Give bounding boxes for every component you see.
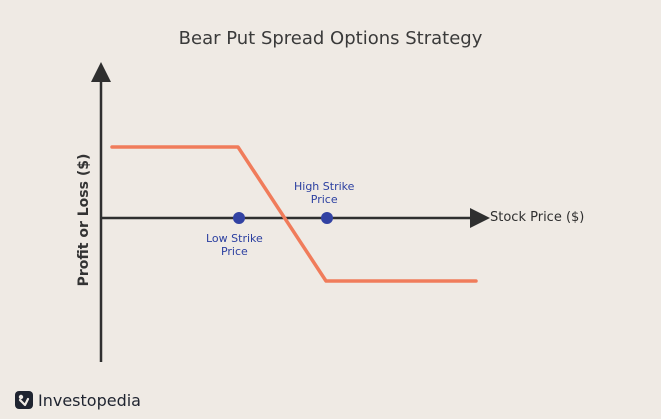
x-axis-label: Stock Price ($) xyxy=(490,210,585,225)
high-strike-label-line2: Price xyxy=(310,193,338,206)
logo-text: Investopedia xyxy=(38,390,141,410)
low-strike-label-line1: Low Strike xyxy=(206,232,263,245)
low-strike-label-line2: Price xyxy=(220,245,248,258)
y-axis-label: Profit or Loss ($) xyxy=(76,153,92,287)
diagram-title: Bear Put Spread Options Strategy xyxy=(178,28,483,49)
low-strike-point xyxy=(233,212,245,224)
payoff-curve xyxy=(110,145,478,283)
high-strike-label-line1: High Strike xyxy=(294,180,355,193)
investopedia-logo: Investopedia xyxy=(14,390,141,410)
low-strike-label: Low Strike Price xyxy=(206,232,263,258)
investopedia-logo-icon xyxy=(15,391,33,409)
high-strike-label: High Strike Price xyxy=(294,180,354,206)
high-strike-point xyxy=(321,212,333,224)
